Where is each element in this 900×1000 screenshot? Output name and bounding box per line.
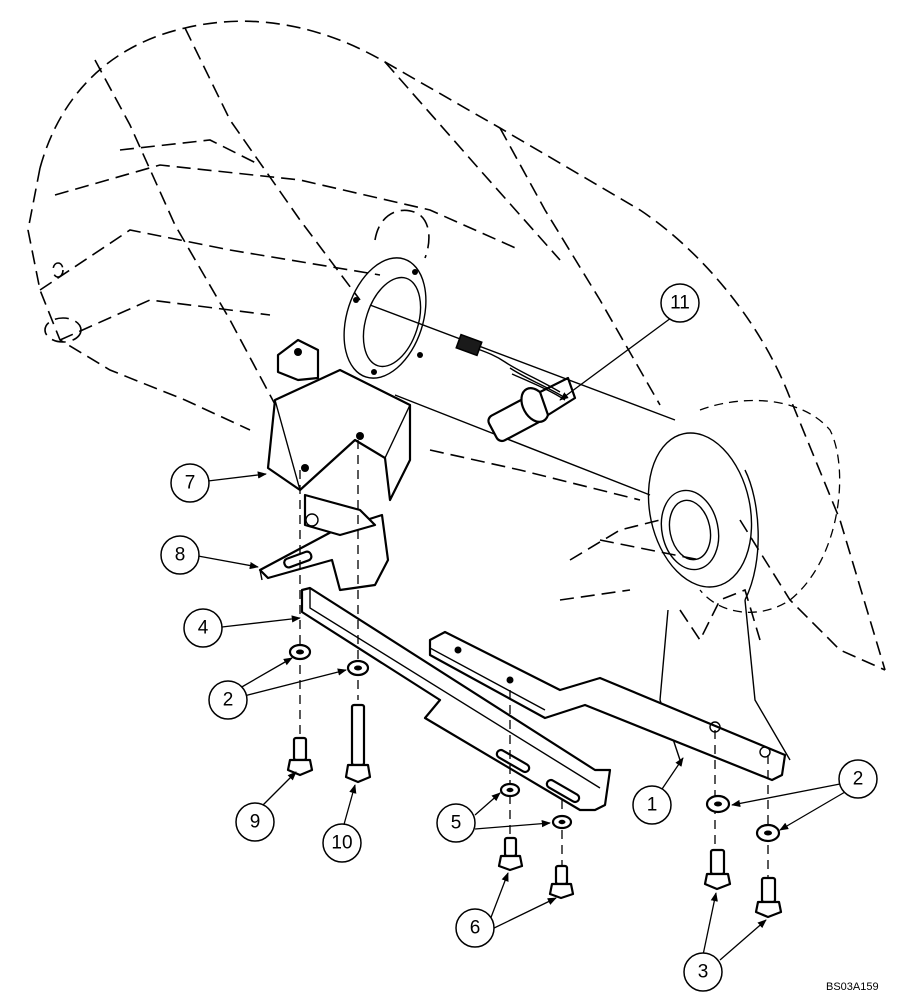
callout-4: 4 (183, 608, 223, 648)
part-11-sensor (455, 333, 577, 443)
callout-9: 9 (235, 802, 275, 842)
loader-frame-outline (27, 20, 886, 671)
callout-11: 11 (660, 283, 700, 323)
callout-5-label: 5 (451, 813, 462, 834)
callout-10-label: 10 (331, 833, 352, 854)
callout-4-label: 4 (198, 618, 209, 639)
washers (288, 643, 781, 843)
spacer-block (276, 338, 320, 382)
callout-2-left: 2 (208, 680, 248, 720)
part-1-stepped-bar (428, 630, 787, 782)
part-7-upper-bracket (266, 368, 412, 502)
callout-2-left-label: 2 (223, 690, 234, 711)
alignment-lines (299, 440, 769, 880)
part-4-slotted-bar (300, 586, 612, 812)
callout-2-right-label: 2 (853, 769, 864, 790)
figure-id: BS03A159 (826, 981, 879, 993)
pivot-tube (343, 257, 676, 496)
callout-1-label: 1 (647, 795, 658, 816)
callout-10: 10 (322, 823, 362, 863)
callout-11-label: 11 (670, 293, 690, 314)
callout-6-label: 6 (470, 918, 481, 939)
callout-8-label: 8 (175, 545, 186, 566)
callout-3: 3 (683, 952, 723, 992)
part-8-sensor-plate (258, 493, 390, 592)
callout-9-label: 9 (250, 812, 261, 833)
callout-8: 8 (160, 535, 200, 575)
callout-5: 5 (436, 803, 476, 843)
callout-6: 6 (455, 908, 495, 948)
leader-lines (197, 314, 846, 961)
callout-7: 7 (170, 463, 210, 503)
bolts (286, 703, 783, 919)
callout-1: 1 (632, 785, 672, 825)
callout-7-label: 7 (185, 473, 196, 494)
callout-3-label: 3 (698, 962, 709, 983)
callout-2-right: 2 (838, 759, 878, 799)
